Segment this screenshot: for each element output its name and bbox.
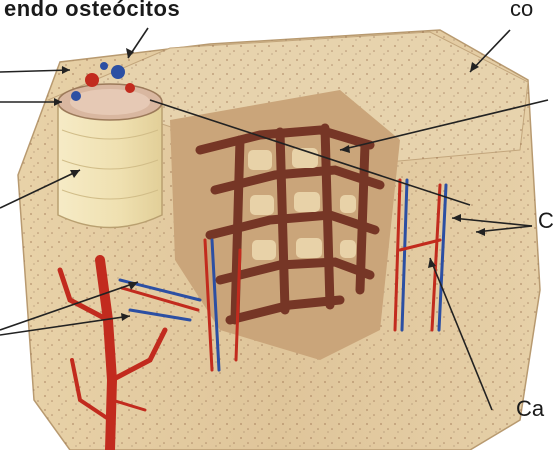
label-bottom-right: Ca [516, 398, 544, 420]
label-top-right: co [510, 0, 533, 20]
label-right-middle: C [538, 210, 554, 232]
label-osteocytes: endo osteócitos [4, 0, 180, 20]
